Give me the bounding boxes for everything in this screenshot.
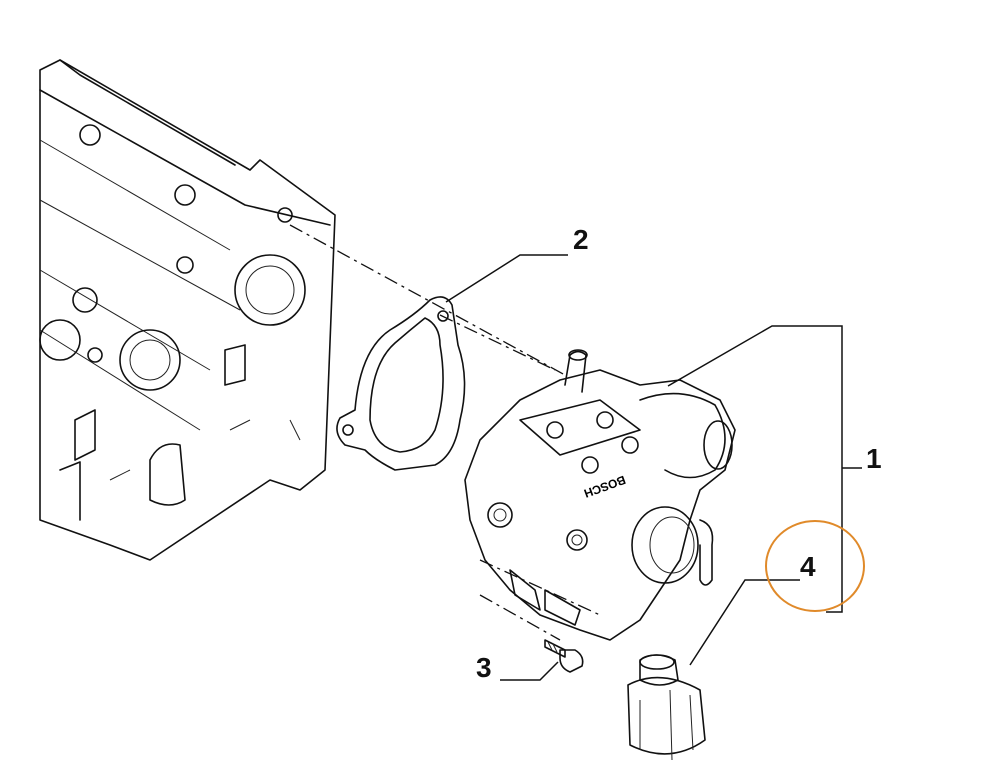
gasket: [336, 296, 466, 471]
pump-marking: BOSCH: [582, 473, 628, 501]
callout-2: 2: [573, 224, 589, 255]
callout-3: 3: [476, 652, 492, 683]
high-pressure-pump: BOSCH: [464, 349, 736, 641]
pressure-sensor: [627, 654, 706, 761]
callout-1: 1: [866, 443, 882, 474]
bolt: [544, 639, 584, 673]
leader-3: [500, 661, 559, 681]
engine-block: [39, 59, 336, 561]
highlight-circle: [765, 520, 865, 612]
leader-1: [667, 325, 862, 613]
leader-2: [445, 254, 568, 303]
callout-4: 4: [800, 551, 816, 582]
leader-4: [689, 579, 800, 666]
